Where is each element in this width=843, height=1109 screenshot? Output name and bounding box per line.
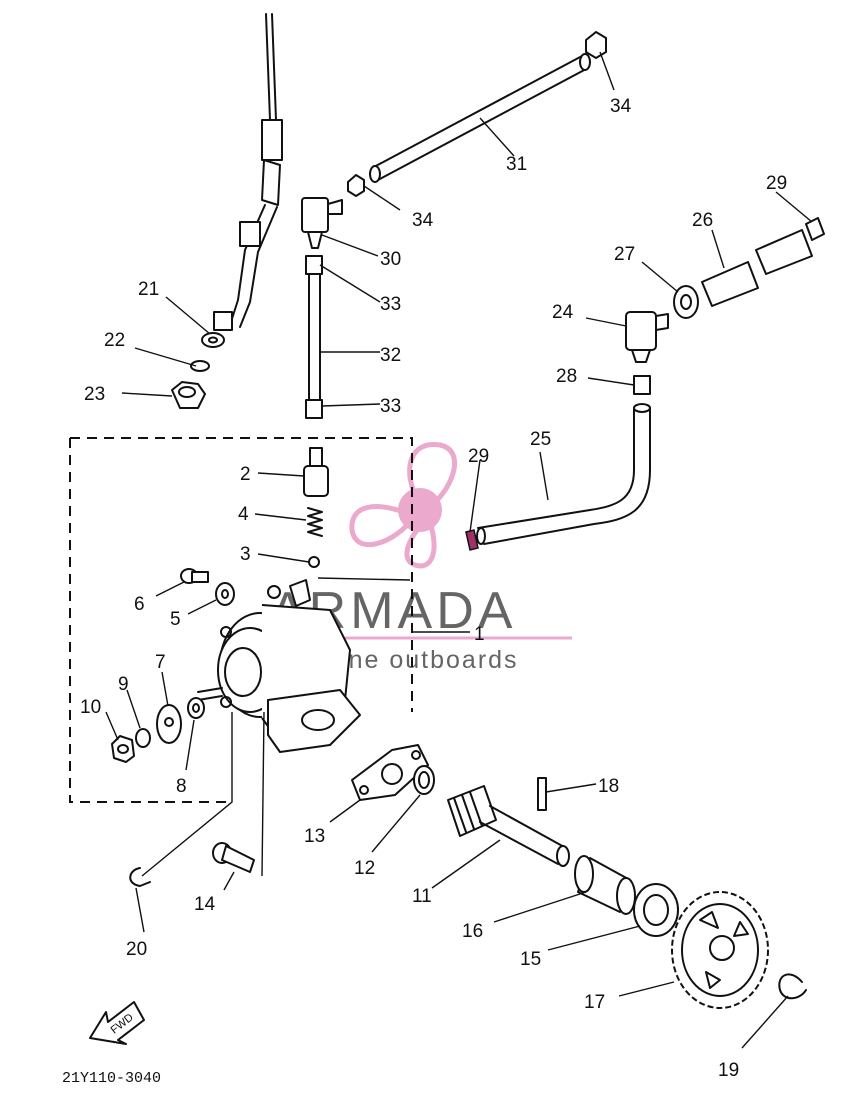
callout-17: 17 [584, 992, 605, 1013]
callout-6: 6 [134, 594, 145, 615]
callout-32: 32 [380, 345, 401, 366]
callout-12: 12 [354, 858, 375, 879]
hose-part-32 [308, 273, 321, 403]
callout-2: 2 [240, 464, 251, 485]
nut-part-34-mid [347, 174, 365, 197]
bolt-part-14 [212, 842, 255, 873]
pipe-part-31 [369, 53, 591, 183]
callout-10: 10 [80, 697, 101, 718]
washer-part-21 [201, 332, 225, 348]
elbow-fitting-part-24 [625, 311, 669, 363]
sleeve-part-28 [633, 375, 651, 395]
collar-part-16 [574, 855, 636, 915]
callout-16: 16 [462, 921, 483, 942]
callout-14: 14 [194, 894, 216, 915]
callout-11: 11 [412, 886, 432, 907]
sleeve-part-33-top [305, 255, 323, 275]
washer-part-5 [215, 582, 235, 606]
callout-34-mid: 34 [412, 210, 434, 231]
propeller-logo-icon [349, 441, 458, 569]
pin-part-18 [537, 777, 547, 811]
callout-19: 19 [718, 1060, 739, 1081]
callout-33-top: 33 [380, 294, 401, 315]
callout-28: 28 [556, 366, 577, 387]
callout-26: 26 [692, 210, 713, 231]
callout-23: 23 [84, 384, 105, 405]
forward-direction-arrow-icon: FWD [89, 1001, 145, 1045]
callout-33-bottom: 33 [380, 396, 401, 417]
o-ring-part-12 [413, 765, 435, 795]
drive-shaft-part-11 [447, 785, 570, 867]
bearing-part-15 [633, 883, 679, 937]
nut-part-34-top [585, 31, 607, 59]
callout-8: 8 [176, 776, 187, 797]
callout-25: 25 [530, 429, 551, 450]
sleeve-part-33-bottom [305, 399, 323, 419]
callout-18: 18 [598, 776, 619, 797]
hose-part-25 [476, 403, 651, 545]
callout-5: 5 [170, 609, 181, 630]
leader-lines [105, 51, 813, 1049]
nut-part-23 [171, 381, 206, 409]
lever-part-7 [156, 704, 182, 744]
callout-30: 30 [380, 249, 401, 270]
elbow-fitting-part-30 [301, 197, 343, 249]
callout-3: 3 [240, 544, 251, 565]
clamp-part-29-lower [465, 529, 479, 551]
callout-29-upper: 29 [766, 173, 787, 194]
nut-part-10 [111, 735, 135, 763]
control-cable [213, 13, 283, 331]
pump-assembly-boundary [69, 437, 413, 803]
clamp-part-29-upper [805, 217, 825, 241]
callout-27: 27 [614, 244, 635, 265]
washer-part-8 [187, 697, 205, 719]
callout-9: 9 [118, 674, 129, 695]
spring-part-4 [307, 507, 323, 537]
hose-part-26 [701, 229, 813, 307]
fitting-part-2 [303, 447, 329, 497]
driven-gear-part-17 [671, 891, 769, 1009]
check-ball-part-3 [308, 556, 320, 568]
callout-24: 24 [552, 302, 574, 323]
callout-4: 4 [238, 504, 249, 525]
callout-20: 20 [126, 939, 147, 960]
callout-34-top: 34 [610, 96, 632, 117]
spring-washer-part-9 [135, 728, 151, 748]
callout-31: 31 [506, 154, 527, 175]
callout-1: 1 [474, 624, 485, 645]
callout-22: 22 [104, 330, 125, 351]
oil-pump-body-part-1 [197, 579, 361, 753]
drawing-code: 21Y110-3040 [62, 1070, 161, 1087]
clip-part-22 [190, 360, 210, 372]
clip-part-20 [129, 867, 151, 887]
callout-7: 7 [155, 652, 166, 673]
part-callouts: 1 2 3 4 5 6 7 8 9 10 11 12 13 14 15 16 1… [80, 96, 787, 1081]
callout-13: 13 [304, 826, 325, 847]
sleeve-part-27 [673, 285, 699, 319]
circlip-part-19 [778, 973, 807, 1000]
callout-29-lower: 29 [468, 446, 489, 467]
callout-21: 21 [138, 279, 159, 300]
callout-15: 15 [520, 949, 541, 970]
bolt-part-6 [180, 568, 209, 584]
